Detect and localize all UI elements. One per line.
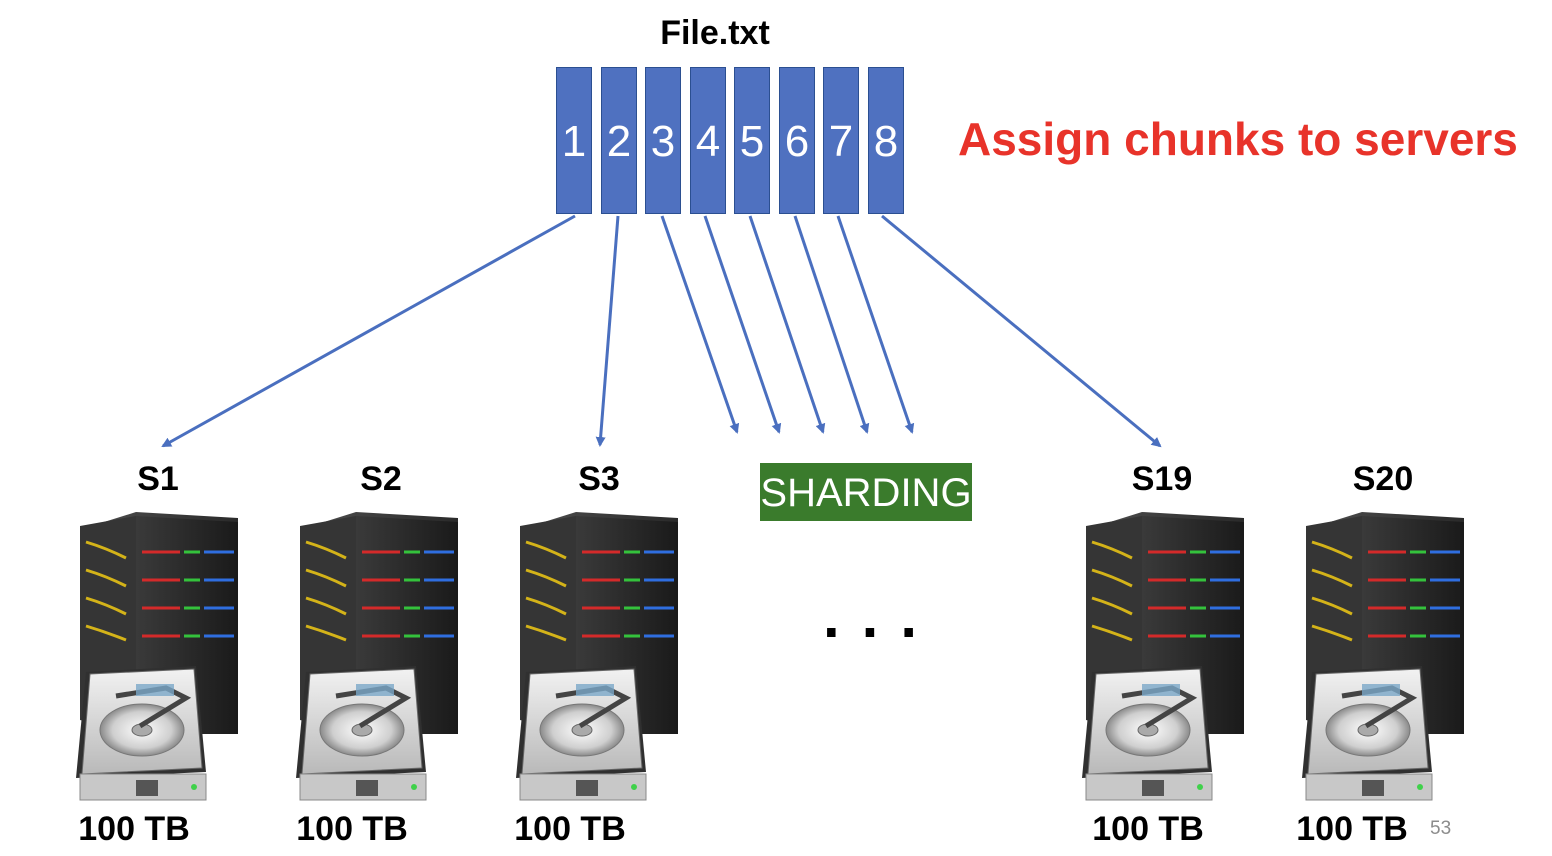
heading: Assign chunks to servers	[958, 113, 1518, 165]
arrow-chunk-7	[836, 215, 915, 434]
chunk-8: 8	[868, 67, 904, 214]
page-number: 53	[1430, 818, 1452, 839]
arrow-chunk-3	[660, 215, 740, 434]
capacity-s1: 100 TB	[78, 810, 190, 848]
chunk-4: 4	[690, 67, 726, 214]
capacity-s3: 100 TB	[514, 810, 626, 848]
ellipsis: ...	[822, 583, 939, 650]
capacity-s19: 100 TB	[1092, 810, 1204, 848]
sharding-badge: SHARDING	[760, 463, 972, 521]
arrow-chunk-5	[748, 215, 826, 434]
chunk-5: 5	[734, 67, 770, 214]
server-label-s19: S19	[1131, 460, 1193, 498]
arrow-chunk-1	[161, 214, 576, 448]
chunk-6: 6	[779, 67, 815, 214]
server-s3-icon	[516, 512, 682, 804]
chunk-7: 7	[823, 67, 859, 214]
server-label-s3: S3	[578, 460, 620, 498]
server-s20-icon	[1302, 512, 1468, 804]
capacity-s20: 100 TB	[1296, 810, 1408, 848]
arrow-chunk-8	[881, 214, 1162, 448]
server-label-s1: S1	[137, 460, 179, 498]
chunk-2: 2	[601, 67, 637, 214]
chunk-3: 3	[645, 67, 681, 214]
server-s1-icon	[76, 512, 242, 804]
server-s2-icon	[296, 512, 462, 804]
server-label-s20: S20	[1352, 460, 1414, 498]
arrow-chunk-4	[703, 215, 782, 434]
arrow-chunk-2	[595, 215, 620, 447]
arrow-chunk-6	[793, 215, 870, 434]
capacity-s2: 100 TB	[296, 810, 408, 848]
chunk-1: 1	[556, 67, 592, 214]
server-label-s2: S2	[360, 460, 402, 498]
file-title: File.txt	[660, 14, 770, 52]
server-s19-icon	[1082, 512, 1248, 804]
